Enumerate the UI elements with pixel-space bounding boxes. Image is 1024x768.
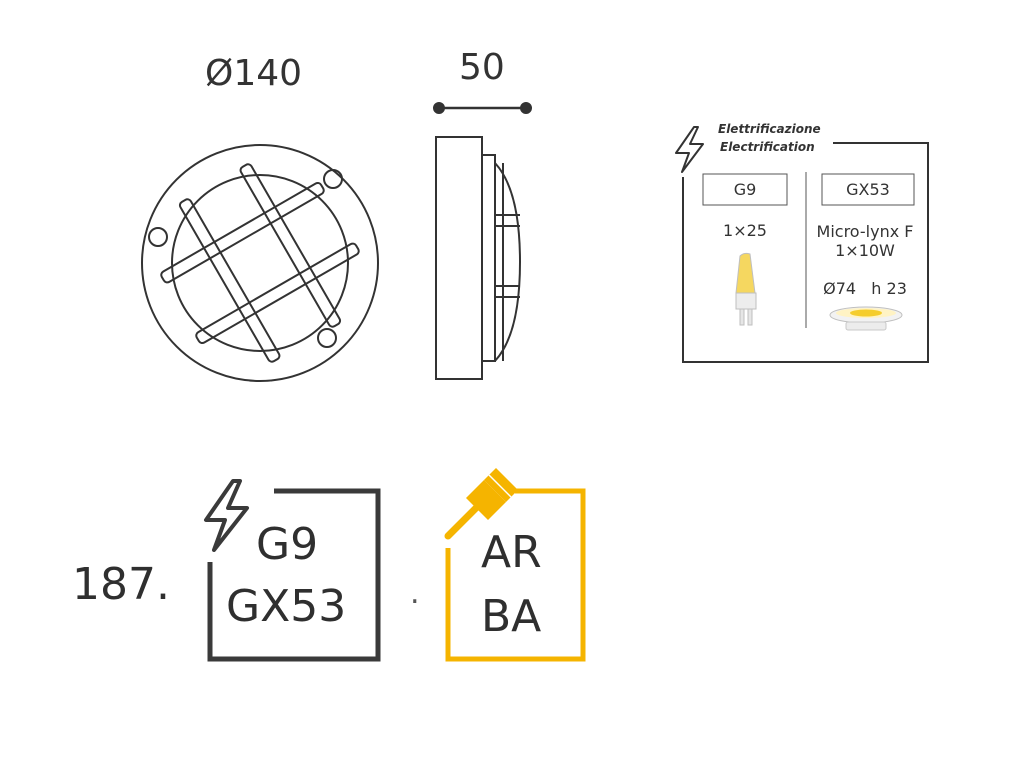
front-view <box>141 144 379 382</box>
electrification-title-en: Electrification <box>720 140 815 154</box>
finish-ar: AR <box>481 527 542 578</box>
lightning-icon <box>204 479 249 552</box>
socket-label-g9: G9 <box>733 180 757 199</box>
screw-hole <box>323 169 343 189</box>
diameter-label: Ø140 <box>205 53 303 94</box>
separator-dot: . <box>410 576 420 611</box>
gx53-power: 1×10W <box>835 241 895 260</box>
finish-ba: BA <box>481 591 542 642</box>
paintbrush-icon <box>444 468 518 540</box>
socket-frame <box>204 479 381 662</box>
screw-hole <box>317 328 337 348</box>
socket-g9: G9 <box>256 519 319 570</box>
inner-ring <box>171 174 349 352</box>
gx53-model: Micro-lynx F <box>816 222 914 241</box>
gx53-dimensions: Ø74 h 23 <box>823 279 907 298</box>
electrification-panel <box>675 126 929 363</box>
socket-label-gx53: GX53 <box>846 180 890 199</box>
cage-grid <box>160 163 360 363</box>
width-label: 50 <box>459 47 505 88</box>
g9-spec: 1×25 <box>723 221 767 240</box>
side-view <box>433 102 532 380</box>
finish-frame <box>444 468 586 662</box>
base-plate <box>435 136 483 380</box>
g9-bulb-icon <box>735 252 757 326</box>
electrification-title-it: Elettrificazione <box>718 122 821 136</box>
outer-ring <box>141 144 379 382</box>
screw-hole <box>148 227 168 247</box>
lightning-icon <box>675 126 704 173</box>
gx53-lamp-icon <box>829 306 903 331</box>
product-number: 187. <box>72 559 170 610</box>
socket-box-gx53 <box>821 173 915 206</box>
socket-box-g9 <box>702 173 788 206</box>
socket-gx53: GX53 <box>226 581 347 632</box>
